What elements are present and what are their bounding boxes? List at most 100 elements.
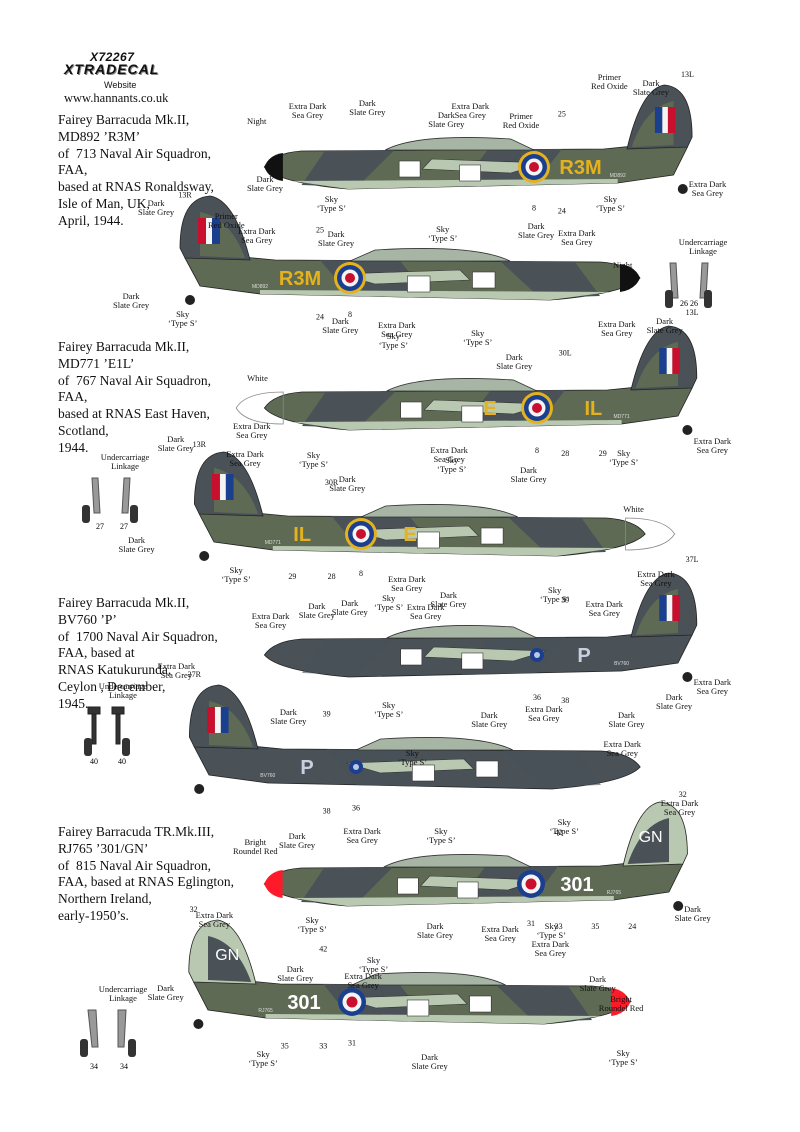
colour-callout: Extra Dark Sea Grey xyxy=(343,825,381,845)
serial-number: RJ765 xyxy=(607,890,622,896)
tail-wheel xyxy=(677,184,688,194)
window xyxy=(475,760,499,778)
canopy xyxy=(349,248,511,262)
camo-patch xyxy=(302,638,396,675)
colour-callout: Dark Slate Grey xyxy=(270,706,307,726)
colour-callout: Sky ‘Type S’ xyxy=(298,449,329,469)
decal-number: 13R xyxy=(178,190,192,199)
code-letters: 301 xyxy=(287,992,320,1014)
colour-callout: Extra Dark Sea Grey xyxy=(481,923,519,943)
wing xyxy=(421,158,544,174)
roundel xyxy=(338,988,366,1016)
fin-flash-red xyxy=(212,474,220,500)
code-letters: 301 xyxy=(560,874,593,896)
fin-flash-white xyxy=(219,474,226,500)
colour-callout: Sky ‘Type S’ xyxy=(608,1047,638,1067)
window xyxy=(469,995,492,1013)
decal-number: 25 xyxy=(316,226,324,235)
code-letters: P xyxy=(300,757,313,779)
decal-number: 35 xyxy=(591,922,599,931)
nose xyxy=(620,264,640,292)
product-code: X72267 xyxy=(90,50,135,64)
colour-callout: Extra Dark Sea Grey xyxy=(660,797,699,817)
colour-callout: Sky ‘Type S’ xyxy=(248,1049,278,1069)
fin-flash-red xyxy=(672,595,680,621)
colour-callout: Extra Dark Sea Grey xyxy=(344,970,382,990)
decal-number: 37L xyxy=(686,555,699,564)
colour-callout: Extra Dark Sea Grey xyxy=(693,677,732,696)
colour-callout: Extra Dark Sea Grey xyxy=(233,421,271,440)
serial-number: RJ765 xyxy=(258,1008,273,1014)
decal-number: 13R xyxy=(193,440,207,449)
colour-callout: Sky ‘Type S’ xyxy=(316,193,347,213)
code-letter: E xyxy=(403,524,416,546)
decal-number: 24 xyxy=(316,313,324,322)
colour-callout: Sky ‘Type S’ xyxy=(397,747,428,767)
uc-number: 26 xyxy=(680,299,688,308)
decal-number: 31 xyxy=(348,1039,356,1048)
colour-callout: Sky ‘Type S’ xyxy=(539,585,570,604)
fin-camo xyxy=(208,936,252,982)
roundel xyxy=(349,760,363,774)
decal-number: 24 xyxy=(558,206,566,215)
caption-rj765: Fairey Barracuda TR.Mk.III, RJ765 ’301/G… xyxy=(58,824,234,923)
colour-callout: Extra Dark Sea Grey xyxy=(693,436,732,455)
roundel xyxy=(517,870,545,898)
wing xyxy=(339,269,471,285)
decal-number: 29 xyxy=(599,449,607,458)
colour-callout: Sky ‘Type S’ xyxy=(168,309,198,329)
undercarriage-label: Undercarriage Linkage xyxy=(98,681,148,700)
colour-callout: Extra Dark Sea Grey xyxy=(688,179,727,199)
code-letters: IL xyxy=(585,398,603,420)
undercarriage-group-4: Undercarriage Linkage 34 34 xyxy=(78,985,168,1071)
canopy xyxy=(360,504,518,518)
window xyxy=(398,160,421,178)
undercarriage-legs: 26 26 xyxy=(665,262,712,308)
colour-callout: Dark Slate Grey xyxy=(157,433,194,453)
brand-logo: XTRADECAL xyxy=(64,61,160,77)
colour-callout: Dark Slate Grey xyxy=(518,221,555,240)
canopy xyxy=(385,137,535,151)
fin-flash-blue xyxy=(654,107,663,133)
colour-callout: Extra Dark Sea Grey xyxy=(585,599,624,618)
colour-callout: Extra Dark Sea Grey xyxy=(251,611,290,630)
camo-patch xyxy=(496,985,592,1022)
tail-wheel xyxy=(193,1019,204,1029)
uc-number: 40 xyxy=(118,757,126,766)
colour-callout: Dark Slate Grey xyxy=(322,316,359,335)
colour-callout: Dark Slate Grey xyxy=(277,963,314,983)
code-letters: R3M xyxy=(279,268,321,290)
serial-number: MD771 xyxy=(614,414,630,420)
decal-number: 39 xyxy=(561,596,569,605)
decal-number: 25 xyxy=(558,109,566,118)
camo-patch xyxy=(301,150,395,187)
colour-callout: Dark Slate Grey xyxy=(246,173,284,193)
colour-callout: Extra Dark Sea Grey xyxy=(598,318,636,338)
decal-number: 38 xyxy=(323,806,331,815)
roundel xyxy=(345,518,377,550)
website-url[interactable]: www.hannants.co.uk xyxy=(64,91,169,105)
sky-underside xyxy=(291,896,614,906)
window xyxy=(472,271,496,289)
decal-number: 28 xyxy=(561,449,569,458)
colour-callout: Dark Slate Grey xyxy=(349,98,386,118)
canopy xyxy=(386,625,538,639)
nose xyxy=(611,988,631,1016)
wing xyxy=(351,525,480,541)
colour-callout: Dark Slate Grey xyxy=(147,982,184,1002)
canopy xyxy=(351,972,506,986)
colour-callout: Primer Red Oxide xyxy=(502,111,540,131)
colour-callout: Dark Slate Grey xyxy=(510,464,547,484)
caption-md892: Fairey Barracuda Mk.II, MD892 ’R3M’ of 7… xyxy=(58,112,214,228)
roundel xyxy=(518,151,550,183)
wing xyxy=(423,646,547,662)
colour-callout: Extra Dark Sea Grey xyxy=(157,660,196,680)
decal-number: 8 xyxy=(348,310,352,319)
decal-number: 29 xyxy=(288,572,296,581)
website-label: Website xyxy=(104,80,137,90)
colour-callout: Dark Slate Grey xyxy=(656,692,693,711)
colour-callout: Sky ‘Type S’ xyxy=(426,825,456,845)
